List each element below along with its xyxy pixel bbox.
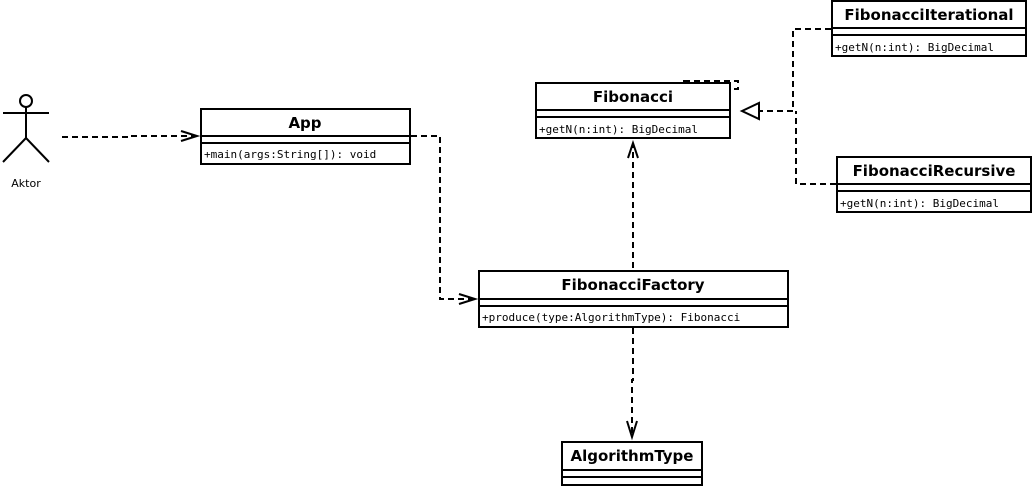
class-fibonacci-factory-method: +produce(type:AlgorithmType): Fibonacci [482, 311, 740, 324]
dependency-line-factory-algorithmtype [631, 328, 634, 437]
class-fibonacci-recursive[interactable]: FibonacciRecursive +getN(n:int): BigDeci… [836, 156, 1032, 213]
class-fibonacci-iterational-name: FibonacciIterational [844, 6, 1013, 24]
class-algorithm-type-name: AlgorithmType [571, 447, 694, 465]
class-fibonacci-recursive-name: FibonacciRecursive [853, 162, 1016, 180]
actor-label: Aktor [11, 177, 41, 190]
open-arrowhead-app [180, 130, 201, 142]
dependency-factory-to-algorithmtype [626, 328, 638, 441]
realization-iterational-to-fibonacci [760, 28, 831, 112]
realization-recursive-to-fibonacci [795, 111, 836, 185]
realization-line-iterational [760, 28, 831, 112]
class-fibonacci-name: Fibonacci [593, 88, 673, 106]
realization-line-recursive [795, 111, 836, 185]
open-arrowhead-factory [458, 293, 479, 305]
class-fibonacci[interactable]: Fibonacci +getN(n:int): BigDecimal [535, 82, 731, 139]
class-fibonacci-iterational[interactable]: FibonacciIterational +getN(n:int): BigDe… [831, 0, 1027, 57]
class-fibonacci-factory[interactable]: FibonacciFactory +produce(type:Algorithm… [478, 270, 789, 328]
dependency-line-app-factory [411, 135, 475, 300]
dependency-line-aktor-app [62, 135, 197, 138]
dependency-factory-to-fibonacci [627, 139, 639, 268]
actor-right-leg [25, 137, 50, 163]
class-fibonacci-factory-name: FibonacciFactory [561, 276, 704, 294]
class-app-name: App [288, 114, 321, 132]
open-arrowhead-algorithmtype [626, 420, 638, 441]
actor-aktor: Aktor [2, 94, 50, 190]
realization-triangle-arrowhead [739, 101, 760, 121]
dependency-aktor-to-app [62, 130, 201, 142]
actor-left-leg [2, 137, 27, 163]
class-fibonacci-iterational-method: +getN(n:int): BigDecimal [835, 41, 994, 54]
class-fibonacci-method: +getN(n:int): BigDecimal [539, 123, 698, 136]
dependency-app-to-factory [411, 135, 479, 305]
class-app-method: +main(args:String[]): void [204, 148, 376, 161]
class-app[interactable]: App +main(args:String[]): void [200, 108, 411, 165]
class-algorithm-type[interactable]: AlgorithmType [561, 441, 703, 486]
actor-head [19, 94, 33, 108]
class-fibonacci-recursive-method: +getN(n:int): BigDecimal [840, 197, 999, 210]
open-arrowhead-fibonacci [627, 139, 639, 159]
